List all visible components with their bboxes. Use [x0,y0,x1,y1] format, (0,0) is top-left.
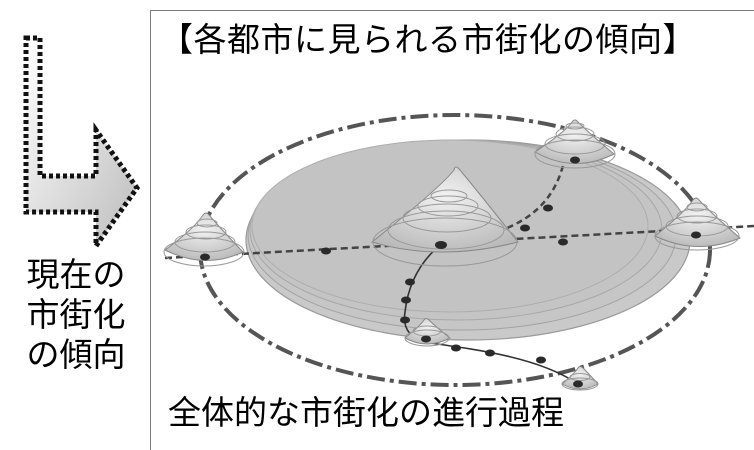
route-dot [401,296,411,304]
west-town-cone [163,212,245,267]
route-dot [570,156,580,164]
route-dot [691,231,701,239]
route-dot [200,253,210,261]
outer-boundary-ring [198,113,712,387]
route-dot [321,247,331,255]
route-dot [435,241,447,249]
caption-line-2: 市街化 [26,295,126,334]
route-dot [536,356,546,364]
northeast-town-cone [534,119,616,169]
route-dot [400,316,410,324]
turn-arrow-icon [23,35,141,254]
caption-line-1: 現在の [26,255,126,294]
caption-line-3: の傾向 [26,335,126,374]
east-town-cone [654,197,741,251]
southeast-town-cone [561,366,599,391]
diagram-panel [150,10,754,450]
panel-title: 【各都市に見られる市街化の傾向】 [160,20,696,59]
route-dot [573,380,583,388]
urban-area [245,139,691,341]
route-dot [405,278,415,286]
route-dots [200,156,701,388]
route-dot [543,204,553,212]
panel-caption: 全体的な市街化の進行過程 [168,393,564,432]
route-dot [485,349,495,357]
current-trend-caption: 現在の 市街化 の傾向 [6,255,146,375]
central-city-cone [370,166,519,267]
route-dot [558,238,568,246]
route-dot [520,224,530,232]
route-dot [451,344,461,352]
urbanization-diagram [163,113,754,391]
route-dot [421,335,431,343]
